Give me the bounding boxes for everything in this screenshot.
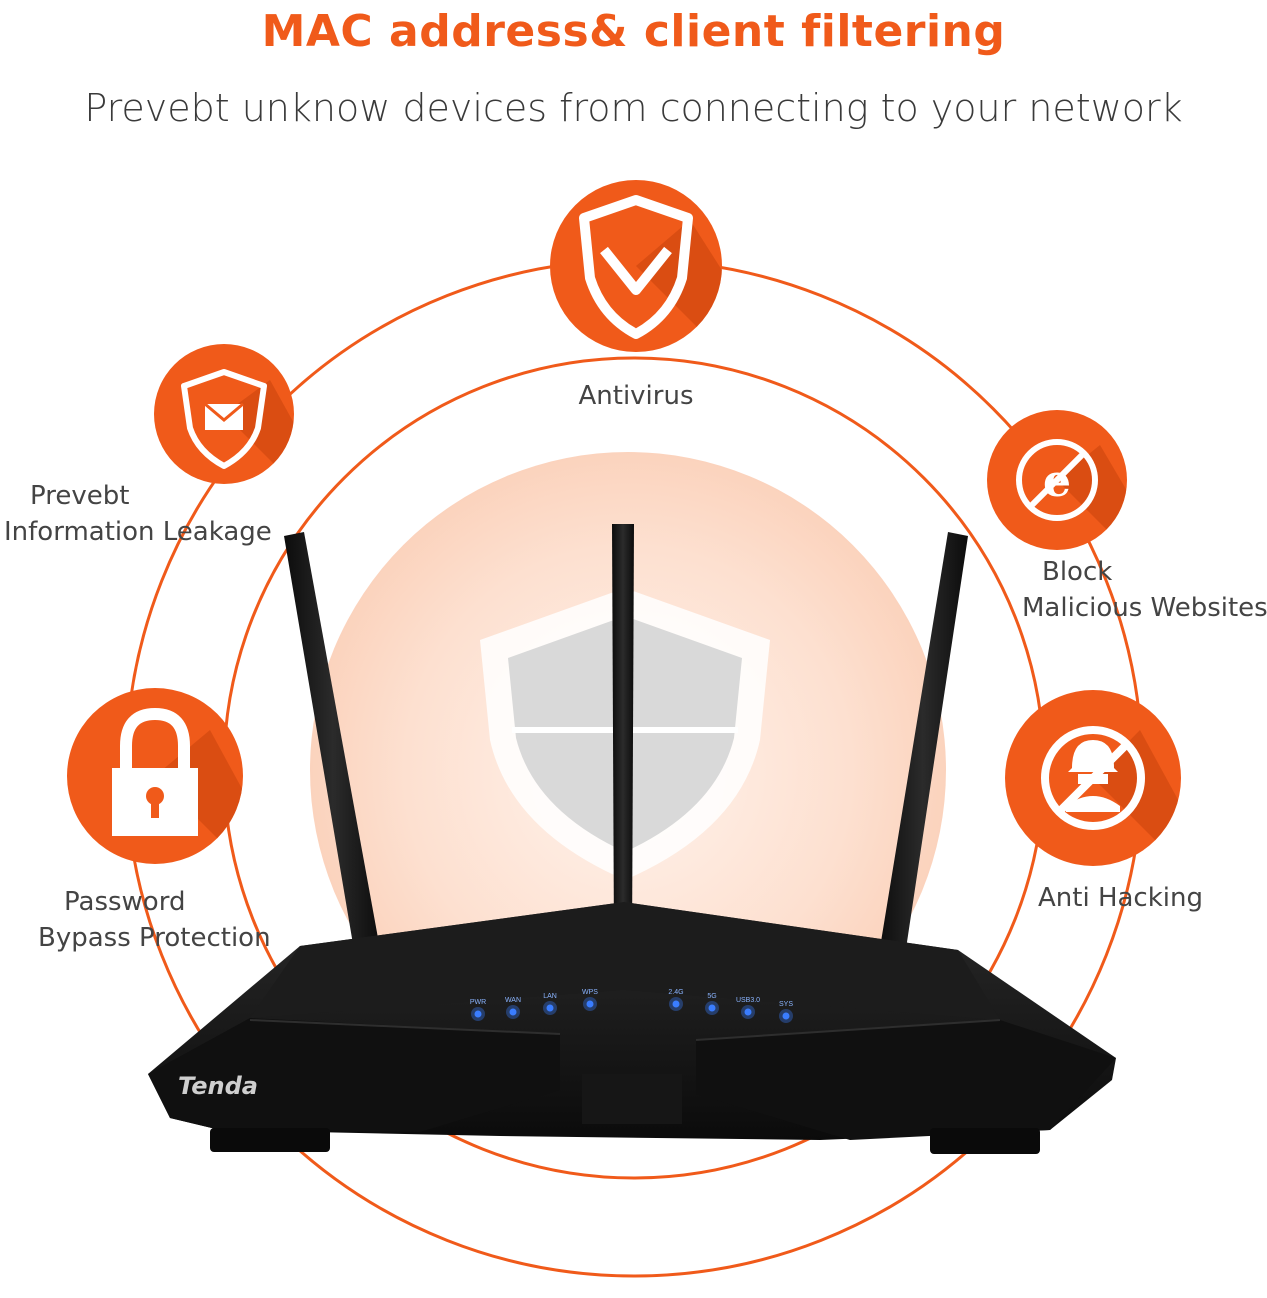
router-brand-logo: Tenda [178, 1072, 258, 1100]
hacking-badge [1005, 690, 1181, 866]
status-led [782, 1012, 790, 1020]
shield-check-icon [579, 195, 693, 339]
status-led [586, 1000, 594, 1008]
led-label: PWR [470, 999, 486, 1006]
label-line: Anti Hacking [1038, 883, 1203, 913]
label-line: Bypass Protection [38, 923, 271, 953]
feature-label-hacking: Anti Hacking [1038, 880, 1238, 916]
led-label: WPS [582, 989, 598, 996]
page-subtitle: Prevebt unknow devices from connecting t… [84, 86, 1183, 130]
center-shield-icon [480, 588, 770, 880]
status-led [546, 1004, 554, 1012]
router-antennas [284, 524, 968, 962]
status-led [509, 1008, 517, 1016]
status-led [708, 1004, 716, 1012]
label-line: Antivirus [578, 381, 694, 411]
blocked-hacker-icon [1041, 726, 1145, 830]
led-label: 2.4G [668, 989, 683, 996]
mail-shield-icon [181, 369, 267, 469]
status-led [744, 1008, 752, 1016]
feature-label-password: Password Bypass Protection [38, 884, 278, 956]
leakage-badge [154, 344, 294, 484]
led-label: 5G [707, 993, 716, 1000]
feature-label-websites: Block Malicious Websites [1022, 554, 1267, 626]
antivirus-badge [550, 180, 722, 352]
label-line: Block [1042, 557, 1113, 587]
padlock-icon [112, 707, 198, 836]
feature-label-antivirus: Antivirus [556, 378, 716, 414]
label-line: Password [64, 887, 186, 917]
label-line: Malicious Websites [1022, 593, 1267, 623]
router-body [148, 902, 1116, 1154]
led-label: USB3.0 [736, 997, 760, 1004]
websites-badge: e [987, 410, 1127, 550]
status-led [474, 1010, 482, 1018]
led-label: LAN [543, 993, 557, 1000]
page-title: MAC address& client filtering [261, 6, 1006, 57]
status-led [672, 1000, 680, 1008]
led-label: SYS [779, 1001, 793, 1008]
label-line: Information Leakage [4, 517, 272, 547]
blocked-browser-icon: e [1016, 439, 1098, 521]
feature-label-leakage: Prevebt Information Leakage [0, 478, 272, 550]
label-line: Prevebt [30, 481, 130, 511]
led-label: WAN [505, 997, 521, 1004]
password-badge [67, 688, 243, 864]
